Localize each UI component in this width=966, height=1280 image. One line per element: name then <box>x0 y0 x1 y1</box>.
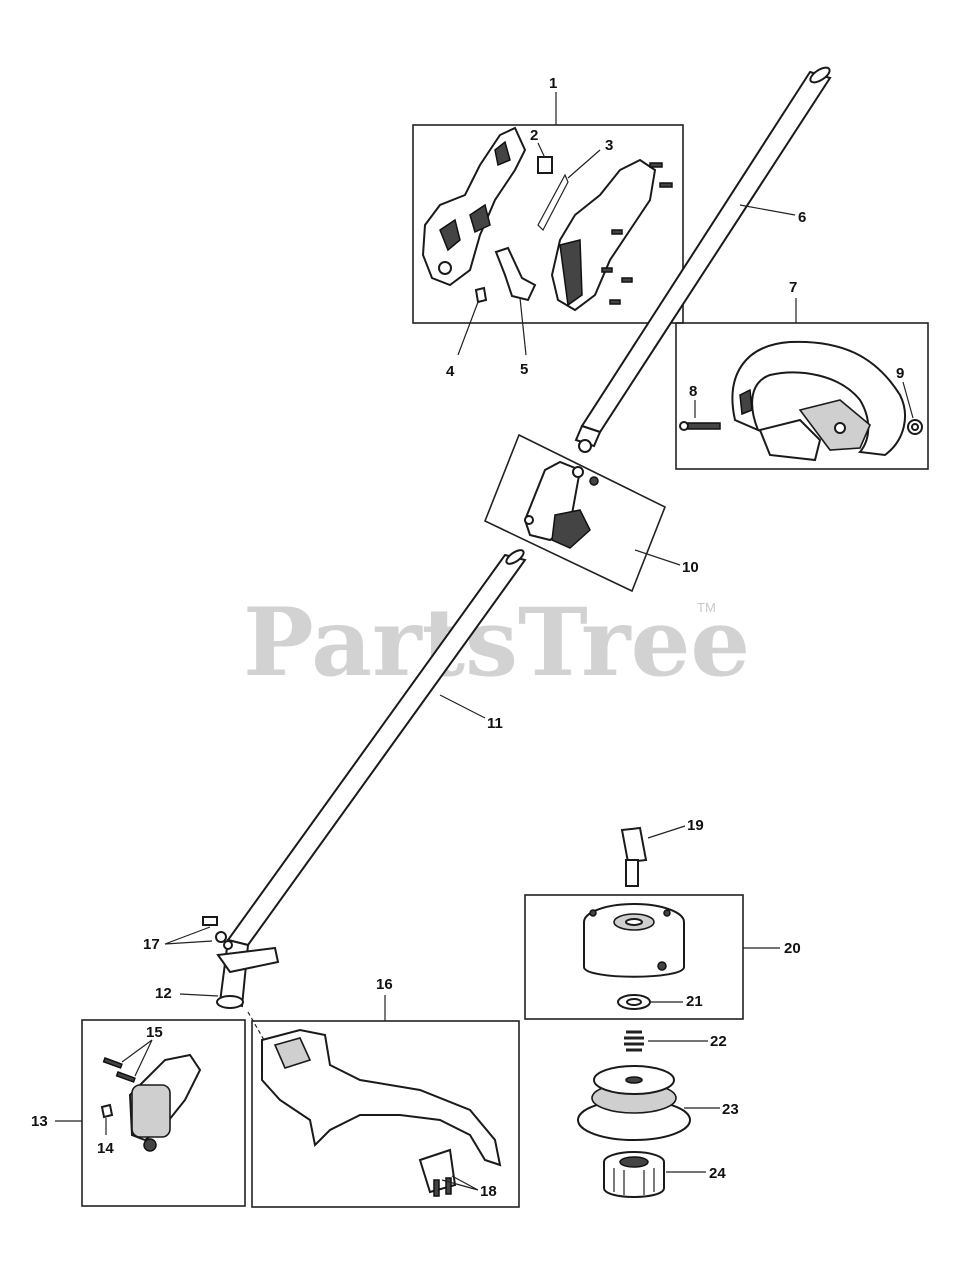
callout-1: 1 <box>549 75 557 92</box>
callout-8: 8 <box>689 383 697 400</box>
gearhead-assembly[interactable] <box>81 1019 246 1207</box>
spool-housing-assembly[interactable] <box>524 894 744 1020</box>
part-24-bump-knob[interactable] <box>603 1151 665 1198</box>
part-22-spring[interactable] <box>624 1030 644 1052</box>
callout-10: 10 <box>682 559 699 576</box>
handle-housing-assembly[interactable] <box>412 124 684 324</box>
watermark-trademark: TM <box>697 600 716 615</box>
part-14-key <box>100 1103 114 1119</box>
callout-23: 23 <box>722 1101 739 1118</box>
part-4-spring <box>474 286 488 304</box>
part-23-spool[interactable] <box>577 1065 691 1141</box>
callout-17: 17 <box>143 936 160 953</box>
callout-12: 12 <box>155 985 172 1002</box>
callout-13: 13 <box>31 1113 48 1130</box>
callout-5: 5 <box>520 361 528 378</box>
part-6-upper-shaft[interactable] <box>574 65 832 453</box>
callout-2: 2 <box>530 127 538 144</box>
watermark-text: PartsTree <box>243 588 750 698</box>
part-19-bolt[interactable] <box>620 826 648 887</box>
callout-14: 14 <box>97 1140 114 1157</box>
callout-24: 24 <box>709 1165 726 1182</box>
callout-11: 11 <box>487 715 503 732</box>
callout-9: 9 <box>896 365 904 382</box>
coupler-assembly[interactable] <box>483 433 667 593</box>
part-17-clamp-screws[interactable] <box>202 916 233 950</box>
callout-19: 19 <box>687 817 704 834</box>
guard-assembly[interactable] <box>251 1020 520 1208</box>
part-2-button <box>537 156 553 174</box>
callout-4: 4 <box>446 363 455 380</box>
callout-6: 6 <box>798 209 806 226</box>
part-18-screws <box>433 1177 452 1197</box>
part-21-washer[interactable] <box>617 994 651 1010</box>
callout-21: 21 <box>686 993 703 1010</box>
callout-18: 18 <box>480 1183 497 1200</box>
callout-22: 22 <box>710 1033 727 1050</box>
callout-3: 3 <box>605 137 613 154</box>
part-5-trigger <box>494 246 537 302</box>
part-12-shaft-end[interactable] <box>216 938 280 1009</box>
callout-7: 7 <box>789 279 797 296</box>
callout-15: 15 <box>146 1024 163 1041</box>
callout-16: 16 <box>376 976 393 993</box>
d-handle-assembly[interactable] <box>675 322 929 470</box>
callout-20: 20 <box>784 940 801 957</box>
part-15-screws <box>102 1057 136 1083</box>
